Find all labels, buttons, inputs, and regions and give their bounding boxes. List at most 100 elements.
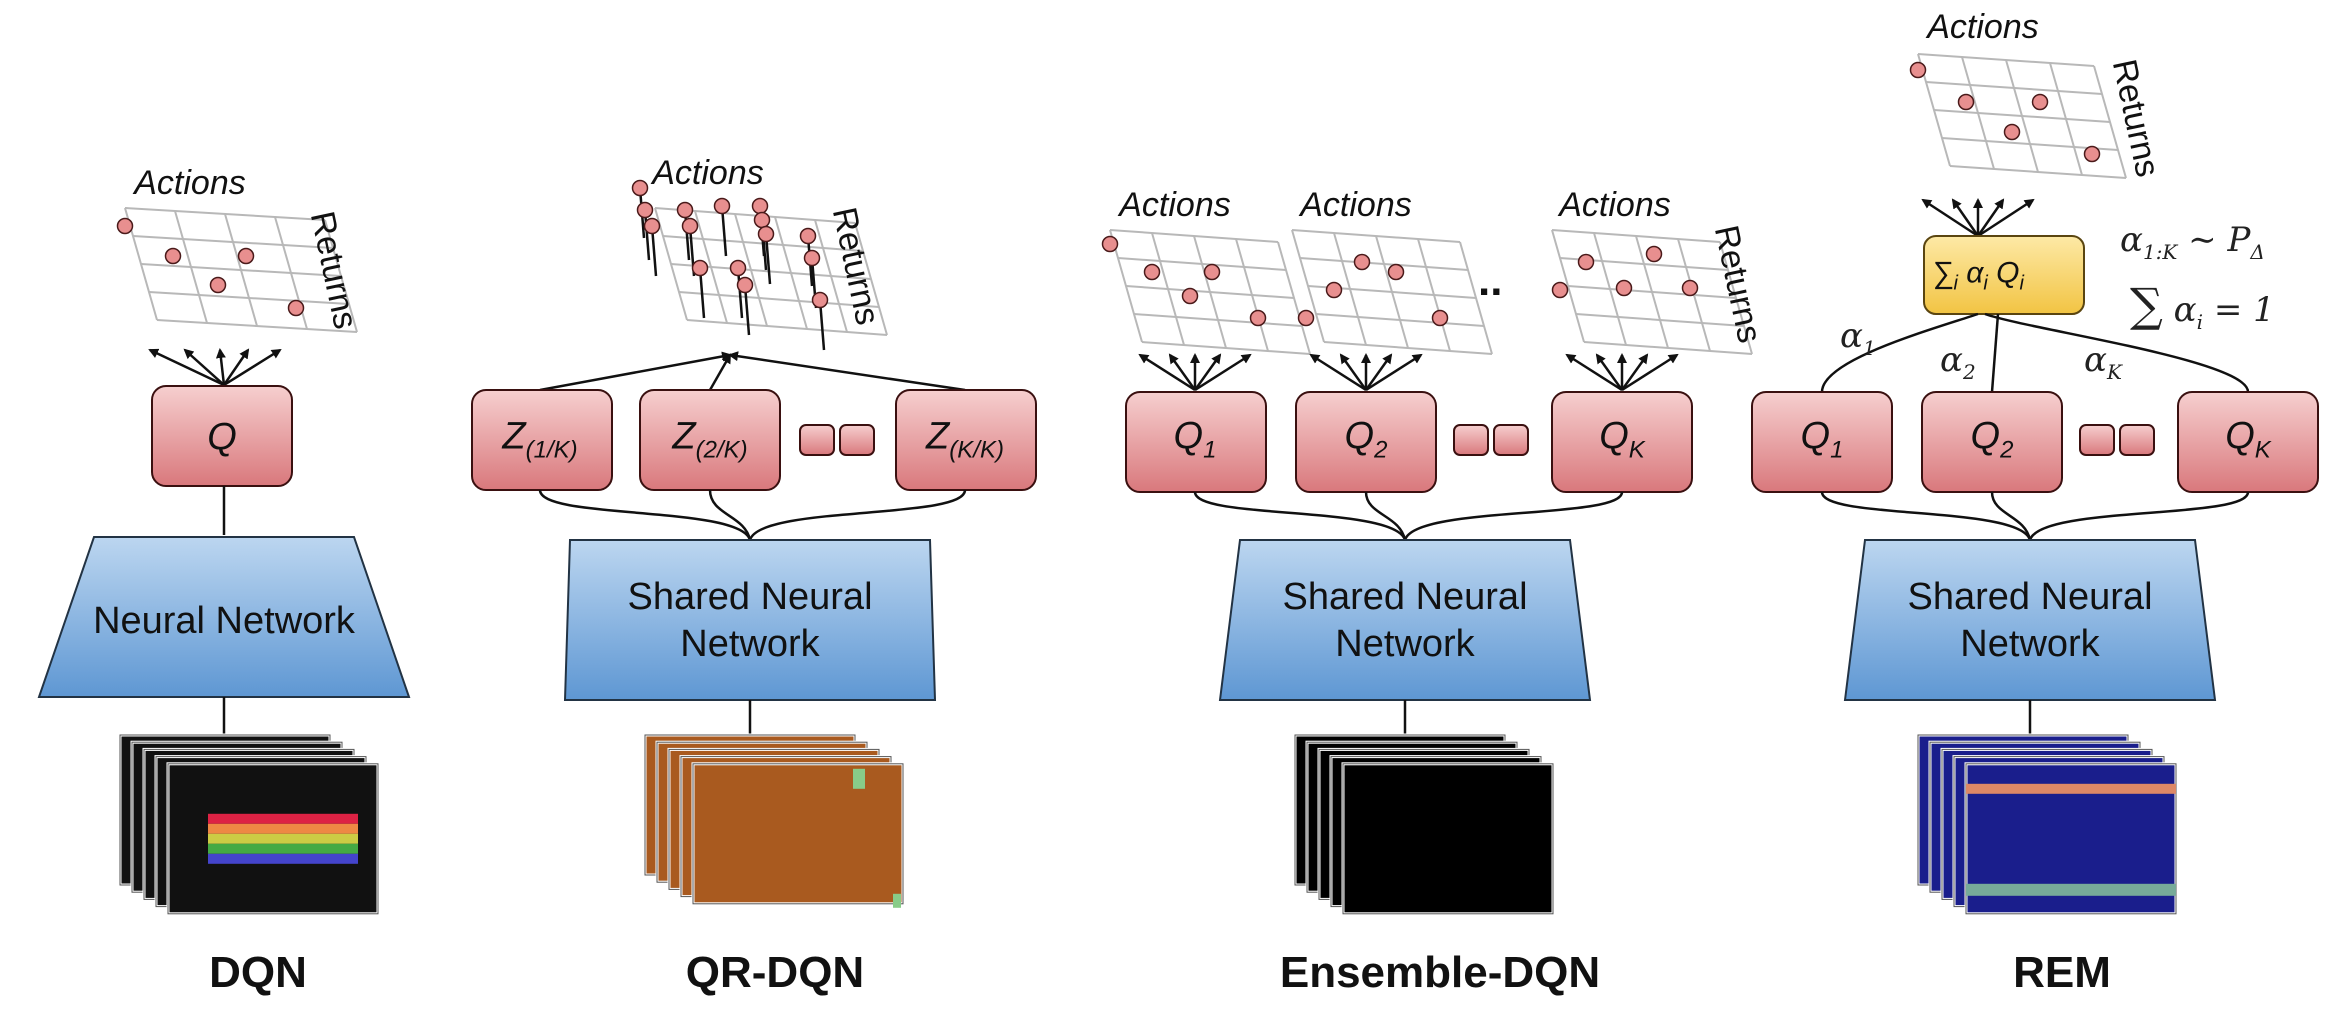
ens-return-dot: [1577, 253, 1595, 271]
ens3-grid-line: [1551, 229, 1585, 343]
ens-return-dot: [1615, 279, 1633, 297]
qr-grid-line: [854, 222, 888, 336]
ens2-grid-line: [1291, 229, 1325, 343]
rem-sea-surface: [1966, 783, 2176, 794]
rem-action-arrow: [1951, 198, 1980, 237]
network-label-qr-dqn: Shared Neural Network: [627, 576, 873, 665]
ensemble-ellipsis: ..: [1478, 256, 1503, 305]
qr-atari-screen-frame-border: [692, 763, 904, 905]
qr-grid-line: [654, 207, 688, 321]
head-q2-rem: Q2: [1970, 415, 2014, 464]
qr-quantile-dot: [736, 276, 754, 294]
qr-quantile-pin: [683, 209, 691, 261]
qr-quantile-dot: [643, 217, 661, 235]
qr-quantile-dot: [753, 211, 771, 229]
dqn-return-dot: [164, 247, 182, 265]
ens-return-dot: [1249, 309, 1267, 327]
ens-merge-curve: [1364, 491, 1407, 541]
qr-atari-screen-frame: [691, 762, 905, 906]
head-qk-ensemble: QK: [1599, 415, 1645, 464]
actions-label-qr-dqn: Actions: [652, 154, 764, 192]
ens-action-arrow: [1309, 353, 1367, 392]
ens-return-dot: [1645, 245, 1663, 263]
qr-quantile-pin: [736, 267, 744, 319]
qr-grid-line: [814, 219, 848, 333]
head-q1-rem: Q1: [1800, 415, 1844, 464]
dqn-action-arrow: [183, 348, 225, 386]
qr-grid-line: [734, 213, 768, 327]
rem-formula-sum: ∑ αi = 1: [2130, 278, 2275, 334]
ens1-grid-line: [1277, 241, 1311, 355]
ens-action-arrow: [1620, 353, 1649, 391]
rem-return-dot: [2031, 93, 2049, 111]
qr-quantile-dot: [757, 225, 775, 243]
rem-weight-line: [1990, 313, 2000, 393]
rem-ellipsis-block: [2079, 424, 2115, 456]
ens-action-arrow: [1138, 353, 1196, 392]
ens-action-arrow: [1364, 353, 1393, 391]
ens2-grid-line: [1459, 241, 1493, 355]
rem-action-arrow: [1977, 198, 2035, 238]
rem-network: [1843, 539, 2217, 701]
rem-merge-curve: [1990, 491, 2032, 541]
ens-atari-screen-frame: [1341, 762, 1555, 916]
rem-weight-alpha-k: αK: [2084, 340, 2122, 384]
ens-return-dot: [1181, 287, 1199, 305]
qr-network: [563, 539, 937, 701]
actions-label-dqn: Actions: [134, 164, 246, 202]
ens-merge-curve: [1193, 491, 1407, 541]
actions-label-ensemble-2: Actions: [1300, 186, 1412, 224]
qr-quantile-pin: [698, 267, 706, 319]
dqn-q-head: [151, 385, 293, 487]
qr-quantile-dot: [713, 197, 731, 215]
qr-merge-curve: [708, 489, 752, 541]
head-z-1: Z(1/K): [502, 415, 578, 464]
qr-ellipsis-block: [839, 424, 875, 456]
dqn-action-arrow: [222, 348, 250, 386]
actions-label-rem: Actions: [1927, 8, 2039, 46]
head-q1-ensemble: Q1: [1173, 415, 1217, 464]
dqn-network: [37, 536, 411, 698]
rem-grid-line: [1961, 56, 1995, 170]
ens-action-arrow: [1339, 353, 1368, 391]
qr-head-arrow: [539, 351, 732, 392]
dqn-brick-row: [208, 843, 358, 854]
rem-formula-distribution: α1:K ∼ PΔ: [2120, 220, 2265, 264]
ens2-grid-line: [1333, 232, 1367, 346]
ens-action-arrow: [1621, 353, 1679, 392]
rem-return-dot: [1909, 61, 1927, 79]
qr-quantile-dot: [681, 217, 699, 235]
qr-head-z1: [471, 389, 613, 491]
qr-quantile-dot: [751, 197, 769, 215]
dqn-return-dot: [116, 217, 134, 235]
qr-quantile-pin: [720, 205, 728, 257]
panel-title-rem: REM: [2013, 948, 2111, 997]
ens-ellipsis-block: [1453, 424, 1489, 456]
ens2-grid-line: [1375, 235, 1409, 349]
rem-atari-screen-frame-border: [1965, 763, 2177, 915]
dqn-brick-row: [208, 833, 358, 844]
panel-title-qr-dqn: QR-DQN: [685, 948, 865, 997]
qr-quantile-dot: [799, 227, 817, 245]
rem-mixer-box: [1923, 235, 2085, 315]
ens-return-dot: [1143, 263, 1161, 281]
qr-quantile-pin: [764, 233, 772, 285]
head-q-dqn: Q: [207, 416, 237, 459]
rem-action-arrow: [1976, 198, 2005, 237]
ens-action-arrow: [1168, 353, 1197, 391]
qr-quantile-dot: [811, 291, 829, 309]
qr-quantile-pin: [818, 299, 826, 351]
ens-atari-screen-frame-border: [1342, 763, 1554, 915]
ens-return-dot: [1297, 309, 1315, 327]
dqn-action-arrow: [215, 348, 226, 386]
dqn-grid-line: [174, 210, 208, 324]
rem-grid-line: [2049, 62, 2083, 176]
ens-return-dot: [1551, 281, 1569, 299]
ens-action-arrow: [1365, 353, 1423, 392]
head-z-k: Z(K/K): [926, 415, 1004, 464]
ens-return-dot: [1353, 253, 1371, 271]
qr-quantile-pin: [743, 284, 751, 336]
qr-head-arrow: [728, 351, 966, 392]
